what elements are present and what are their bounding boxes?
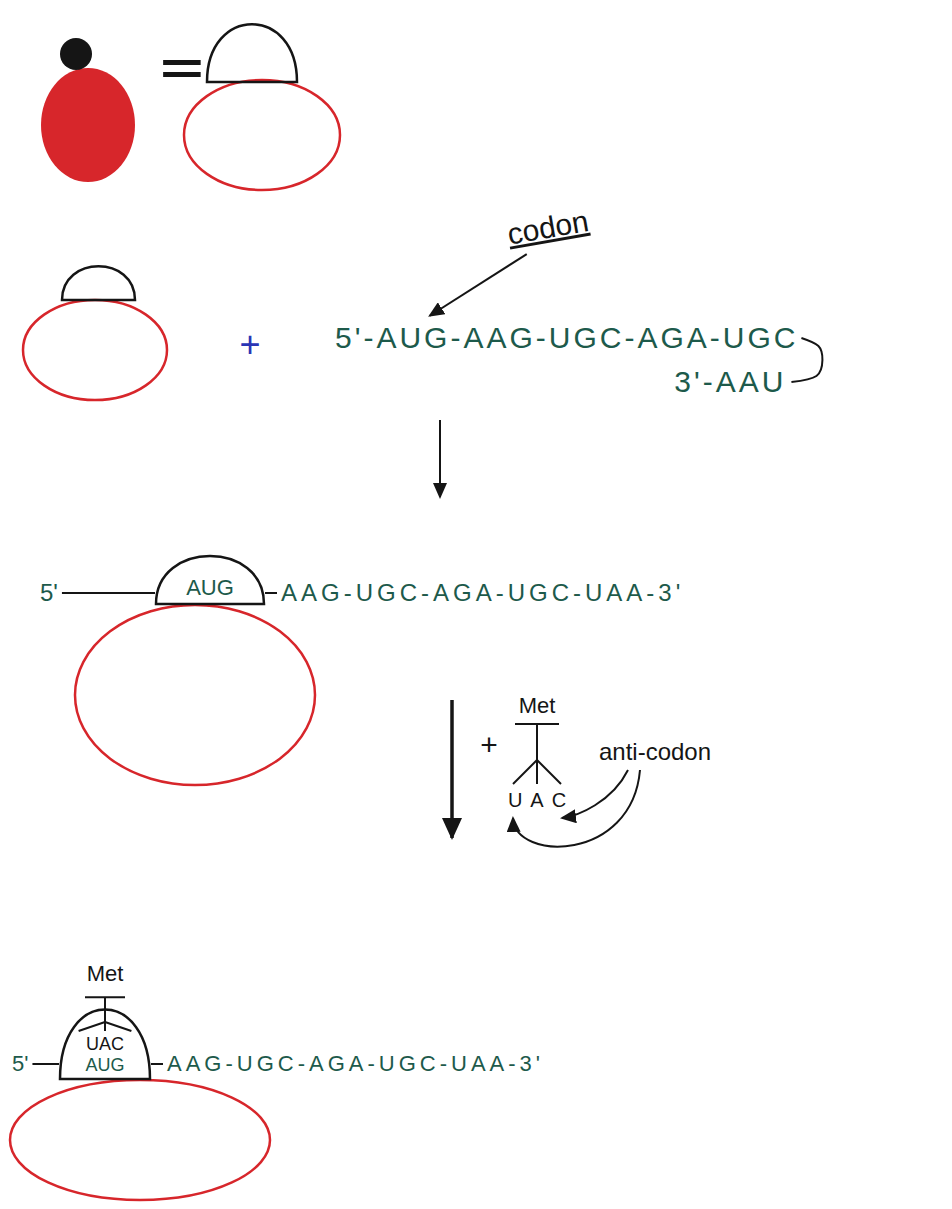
mrna-strand: [62, 592, 155, 594]
trna-arm: [105, 1022, 131, 1031]
small-subunit-filled: [60, 38, 92, 70]
five-prime-end: 5': [12, 1051, 28, 1076]
base-triplet: UAC: [65, 1034, 145, 1055]
trna-arm: [79, 1022, 105, 1031]
five-prime-end: 5': [40, 579, 58, 607]
trna-arm: [537, 760, 561, 784]
equals-sign: =: [157, 32, 207, 101]
large-subunit: [10, 1080, 270, 1200]
step-arrow: [439, 420, 441, 497]
mrna-sequence: AAG-UGC-AGA-UGC-UAA-3': [281, 579, 684, 607]
small-subunit: [207, 24, 297, 82]
subunit-dome: [156, 556, 264, 604]
trna-stem: [536, 724, 538, 760]
plus-sign: +: [480, 728, 498, 763]
mrna-strand: [265, 592, 277, 594]
mrna-sequence: AAG-UGC-AGA-UGC-UAA-3': [167, 1051, 544, 1076]
trna-arm: [536, 760, 538, 784]
measured-lines: [32, 254, 822, 1064]
pointer-arrow: [430, 254, 527, 316]
anticodon: UAC: [500, 789, 574, 812]
subunit-dome: [60, 1010, 150, 1079]
amino-acid: Met: [87, 961, 124, 986]
base-triplet: AUG: [65, 1055, 145, 1076]
plus-sign: +: [239, 324, 260, 365]
small-subunit: AUG: [155, 555, 265, 605]
large-subunit: [184, 80, 340, 190]
large-subunit-filled: [41, 68, 135, 182]
mrna-sequence: 3'-AAU: [674, 365, 786, 400]
small-subunit: UACAUG: [59, 1008, 151, 1080]
trna-arm: [104, 1022, 106, 1031]
anticodon-label: anti-codon: [599, 738, 711, 766]
trna-arm: [513, 760, 537, 784]
mrna-sequence: 5'-AUG-AAG-UGC-AGA-UGC: [335, 321, 798, 356]
small-subunit: [62, 266, 135, 300]
amino-acid: Met: [519, 693, 556, 718]
large-subunit: [75, 605, 315, 785]
large-subunit: [23, 300, 167, 400]
base-triplet: AUG: [161, 575, 259, 600]
mrna-strand: [32, 1063, 59, 1065]
codon-label: codon: [505, 204, 591, 252]
mrna-strand: [151, 1063, 163, 1065]
step-arrow: [450, 700, 454, 838]
